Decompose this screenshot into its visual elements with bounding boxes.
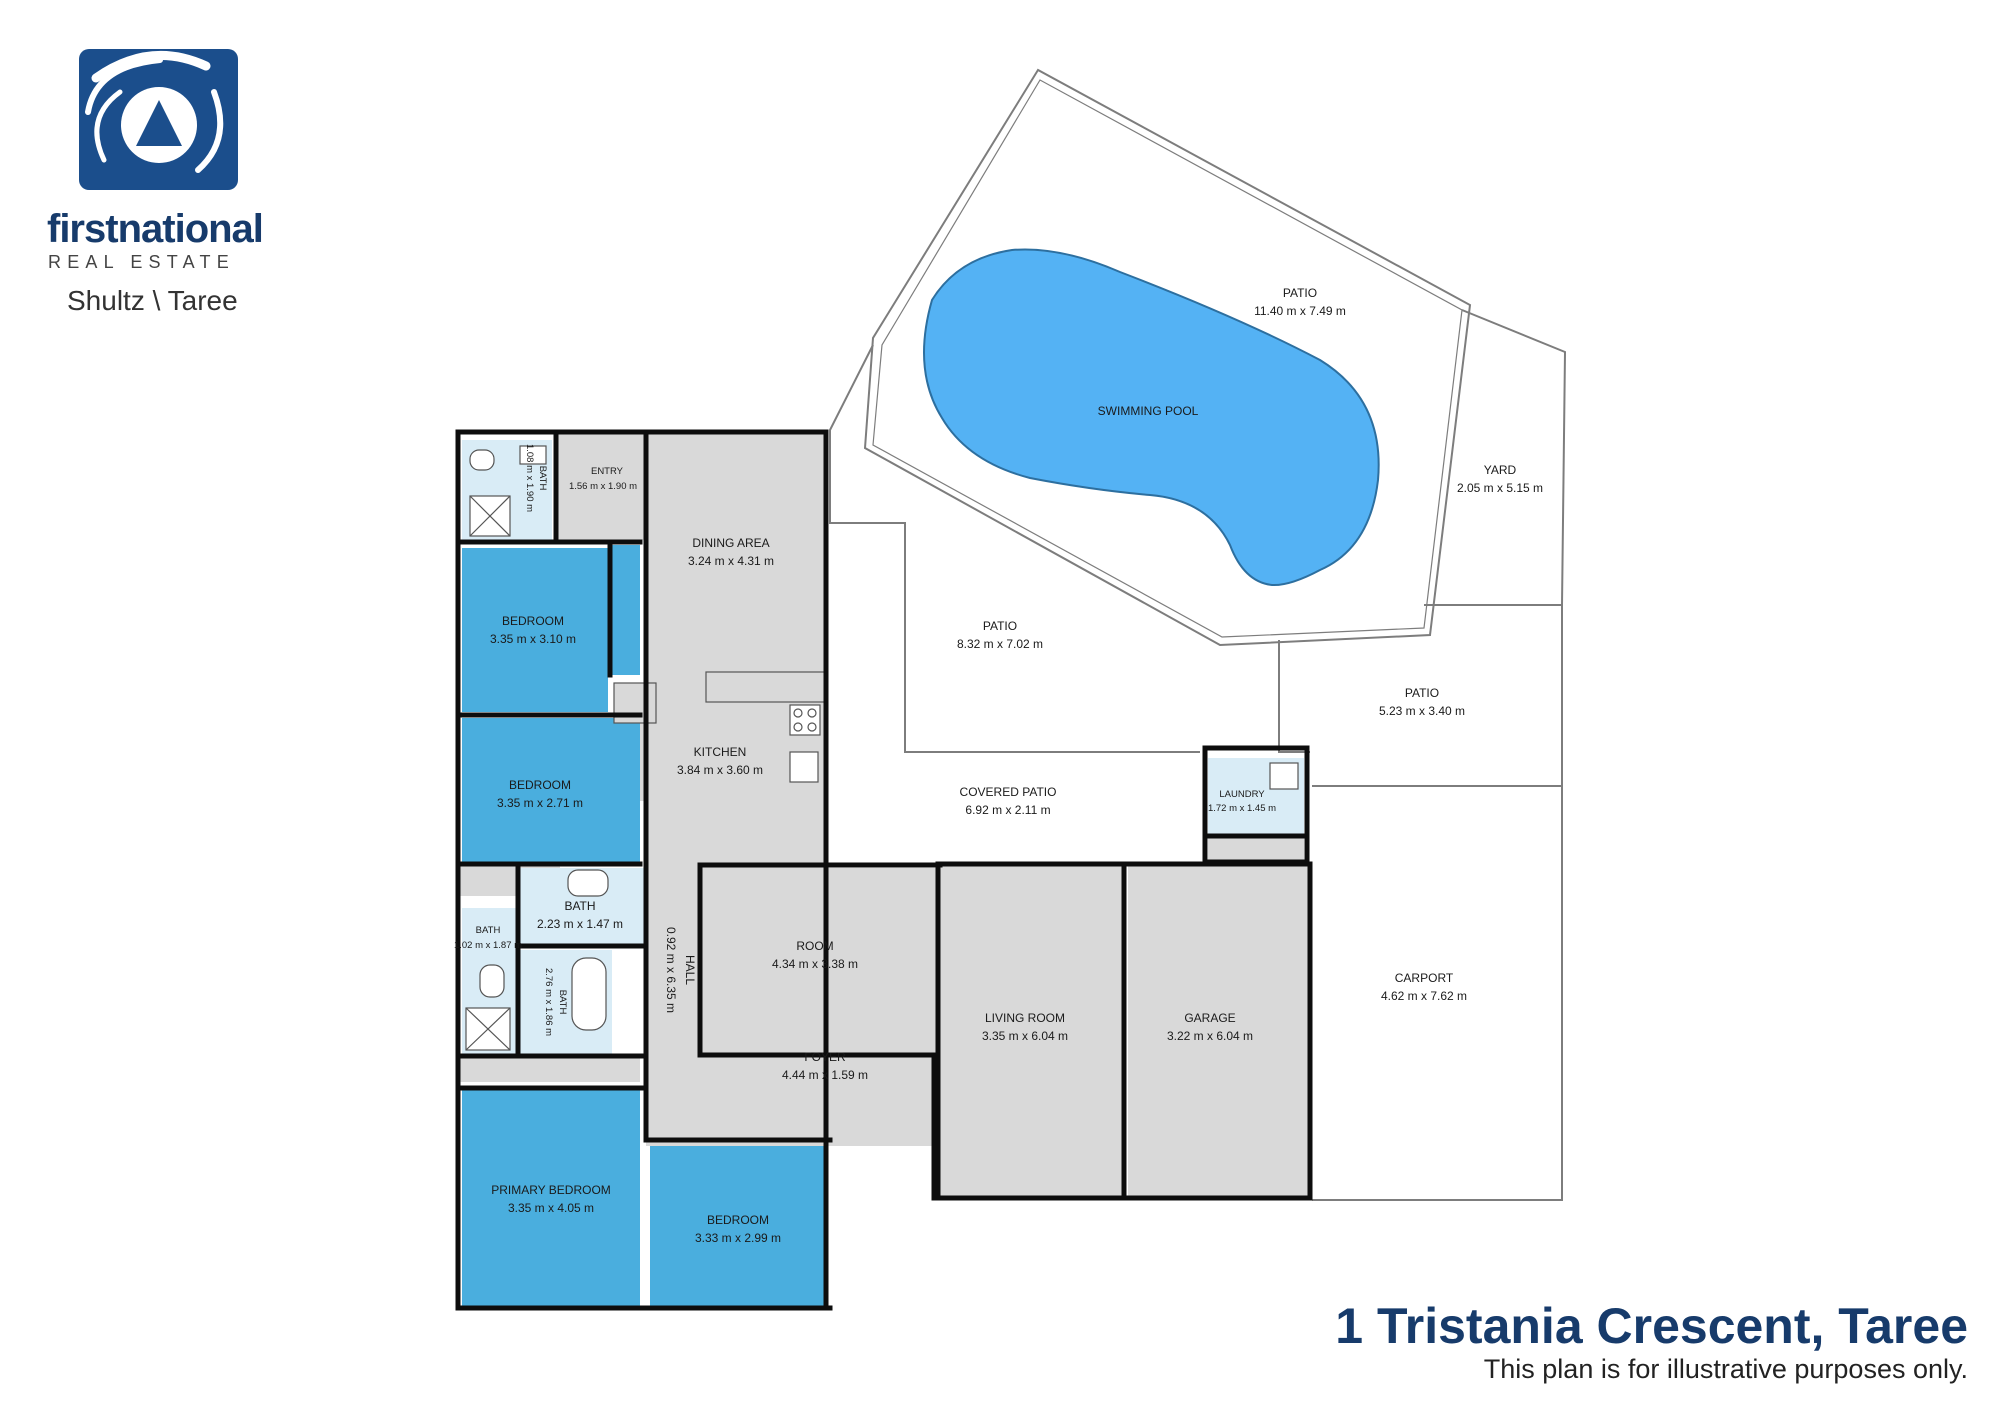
label-patio-right: PATIO [1405,686,1439,700]
floor-primary-bedroom [462,1090,640,1306]
office-name: Shultz \ Taree [67,285,238,316]
dim-bath-left: 1.02 m x 1.87 m [454,940,522,951]
property-address: 1 Tristania Crescent, Taree [1335,1298,1968,1354]
brand-tagline: REAL ESTATE [48,252,235,272]
label-pool: SWIMMING POOL [1098,404,1199,418]
label-room: ROOM [796,939,833,953]
room-labels: PATIO 11.40 m x 7.49 m SWIMMING POOL YAR… [454,286,1543,1245]
dim-bath-small: 2.76 m x 1.86 m [543,968,554,1036]
floor-pantry [700,805,742,865]
dim-covered-patio: 6.92 m x 2.11 m [965,803,1050,817]
label-carport: CARPORT [1395,971,1454,985]
dim-patio-pool: 11.40 m x 7.49 m [1254,304,1346,318]
label-patio-mid: PATIO [983,619,1017,633]
floor-bedroom-2 [462,718,640,862]
dim-foyer: 4.44 m x 1.59 m [782,1068,868,1082]
label-bedroom-2: BEDROOM [509,778,571,792]
label-bedroom-1: BEDROOM [502,614,564,628]
dim-bedroom-1: 3.35 m x 3.10 m [490,632,576,646]
label-entry: ENTRY [591,466,624,477]
floor-living [940,866,1122,1196]
sink-icon [789,751,819,783]
dim-bedroom-3: 3.33 m x 2.99 m [695,1231,781,1245]
laundry-tub-icon [1269,762,1299,790]
toilet-icon-2 [479,964,505,998]
swimming-pool [923,248,1380,587]
label-patio-pool: PATIO [1283,286,1317,300]
label-bath-mid: BATH [564,899,595,913]
yard-outline [1424,309,1567,606]
label-foyer: FOYER [804,1050,846,1064]
toilet-icon [469,449,495,471]
bathtub-icon [571,957,607,1031]
dim-room: 4.34 m x 3.38 m [772,957,858,971]
logo-triangle-icon [136,100,182,146]
walls [455,429,1313,1311]
vanity-icon [519,445,547,465]
floor-room [700,868,940,1056]
label-bedroom-3: BEDROOM [707,1213,769,1227]
dim-laundry: 1.72 m x 1.45 m [1208,803,1276,814]
patio-mid-outline [829,344,1200,753]
disclaimer: This plan is for illustrative purposes o… [1484,1354,1968,1384]
dim-yard: 2.05 m x 5.15 m [1457,481,1543,495]
bedroom-floors [462,548,826,1306]
patio-right-outline [1278,640,1310,753]
floor-hall-closet-2 [460,1058,640,1082]
floor-bedroom-1 [462,548,608,712]
dim-kitchen: 3.84 m x 3.60 m [677,763,763,777]
label-living: LIVING ROOM [985,1011,1065,1025]
dim-bath-mid: 2.23 m x 1.47 m [537,917,623,931]
label-bath-left: BATH [476,925,501,936]
label-hall: HALL [683,955,697,985]
floor-hall [646,540,700,1140]
dim-primary-bedroom: 3.35 m x 4.05 m [508,1201,594,1215]
wall-laundry [1202,745,1310,865]
dim-bath-top: 1.08 m x 1.90 m [524,444,535,512]
dim-patio-right: 5.23 m x 3.40 m [1379,704,1465,718]
cooktop-icon [789,704,821,736]
logo-swirl-icon [85,50,224,173]
dim-carport: 4.62 m x 7.62 m [1381,989,1467,1003]
label-laundry: LAUNDRY [1219,789,1265,800]
floor-closet-wall [610,545,640,675]
label-garage: GARAGE [1184,1011,1235,1025]
label-bath-top: BATH [537,466,548,491]
floor-closet-bed3 [700,1110,826,1140]
patio-pool-outline [863,68,1472,647]
floor-entry [556,434,646,540]
dim-dining: 3.24 m x 4.31 m [688,554,774,568]
label-bath-small: BATH [557,990,568,1015]
label-primary-bedroom: PRIMARY BEDROOM [491,1183,611,1197]
label-yard: YARD [1484,463,1517,477]
carport-outline [1312,786,1563,1201]
brand-name: firstnational [47,207,263,251]
floor-garage [1128,866,1310,1196]
outdoor-areas [829,68,1567,1201]
basin-icon [567,869,609,897]
brand-logo: firstnational REAL ESTATE Shultz \ Taree [47,49,264,316]
dim-garage: 3.22 m x 6.04 m [1167,1029,1253,1043]
kitchen-island [705,671,827,703]
floor-bedroom-3 [650,1146,826,1306]
wall-bedroom-wing [455,429,829,1311]
dim-hall: 0.92 m x 6.35 m [664,927,678,1013]
dim-living: 3.35 m x 6.04 m [982,1029,1068,1043]
label-kitchen: KITCHEN [694,745,747,759]
dim-entry: 1.56 m x 1.90 m [569,481,637,492]
label-dining: DINING AREA [692,536,769,550]
dim-patio-mid: 8.32 m x 7.02 m [957,637,1043,651]
fixtures [465,445,1299,1051]
label-covered-patio: COVERED PATIO [960,785,1057,799]
interior-floors [460,434,1310,1196]
dim-bedroom-2: 3.35 m x 2.71 m [497,796,583,810]
